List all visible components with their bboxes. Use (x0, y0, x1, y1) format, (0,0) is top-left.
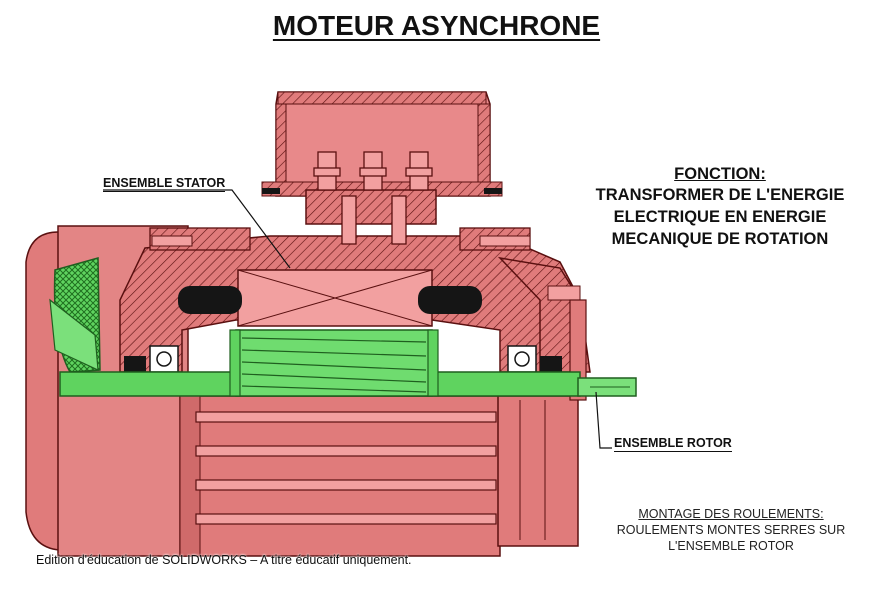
terminal-studs (313, 151, 433, 245)
leader-stator (103, 189, 291, 269)
terminal-board (305, 189, 437, 225)
cooling-fins (195, 411, 497, 525)
housing-lower (179, 395, 501, 557)
bearing-front (507, 345, 537, 373)
montage-block: MONTAGE DES ROULEMENTS: ROULEMENTS MONTE… (600, 506, 862, 554)
rotor-bars (241, 337, 427, 393)
bearing-rear (149, 345, 179, 373)
solidworks-watermark: Edition d'éducation de SOLIDWORKS – A ti… (36, 553, 412, 567)
page-title: MOTEUR ASYNCHRONE (272, 10, 601, 41)
label-ensemble-stator: ENSEMBLE STATOR (103, 176, 226, 192)
fonction-line: MECANIQUE DE ROTATION (611, 230, 829, 248)
front-flange-lower (497, 395, 579, 547)
fonction-line: TRANSFORMER DE L'ENERGIE (595, 186, 845, 204)
leader-rotor (595, 391, 612, 449)
winding-right (418, 286, 482, 314)
terminal-box (275, 91, 491, 197)
fonction-heading: FONCTION: (674, 165, 766, 183)
label-ensemble-rotor: ENSEMBLE ROTOR (614, 436, 732, 452)
fonction-block: FONCTION: TRANSFORMER DE L'ENERGIE ELECT… (580, 165, 860, 250)
fan-blade (49, 298, 99, 371)
montage-line: ROULEMENTS MONTES SERRES SUR (616, 523, 846, 537)
winding-left (178, 286, 242, 314)
montage-line: L'ENSEMBLE ROTOR (668, 539, 794, 553)
fonction-line: ELECTRIQUE EN ENERGIE (613, 208, 827, 226)
montage-heading: MONTAGE DES ROULEMENTS: (638, 507, 824, 521)
